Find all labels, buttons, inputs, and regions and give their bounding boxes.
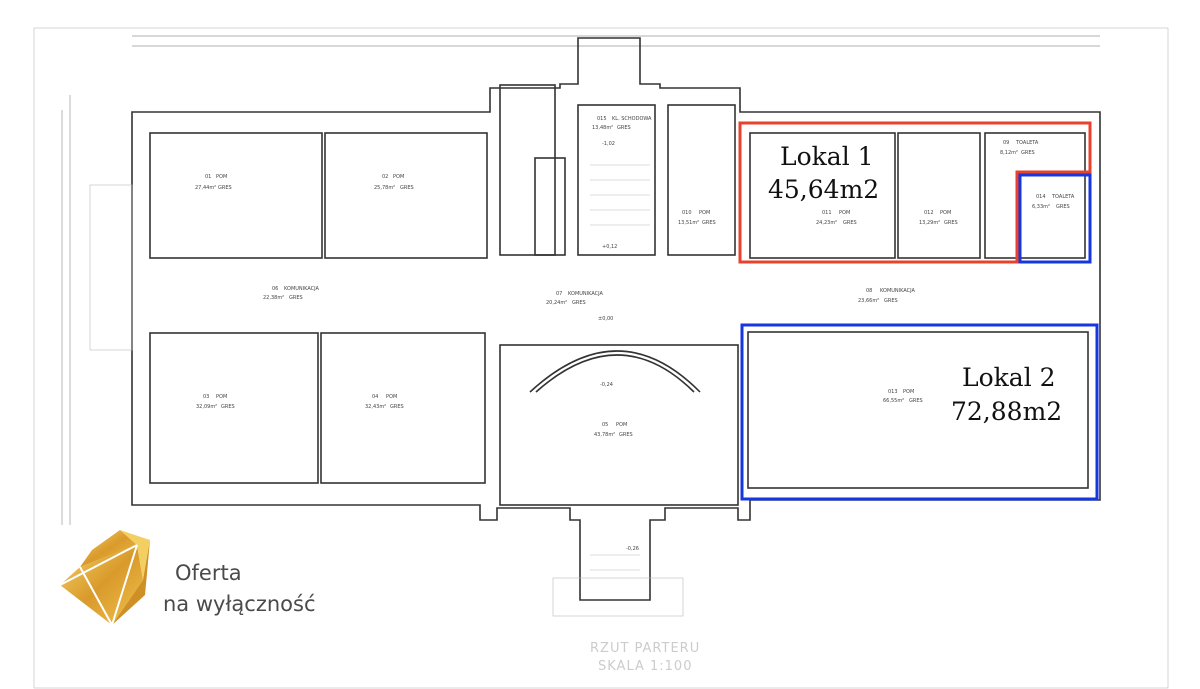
dimension-lines [61,35,1100,525]
svg-text:GRES: GRES [884,298,898,304]
svg-text:13,48m²: 13,48m² [592,125,613,131]
svg-text:20,24m²: 20,24m² [546,300,567,306]
lokal-2-outline [740,323,1099,501]
svg-text:GRES: GRES [617,125,631,131]
room-label-03: 03 POM 32,09m² GRES [196,394,235,410]
svg-text:012: 012 [924,210,934,216]
svg-text:TOALETA: TOALETA [1015,140,1039,146]
svg-text:24,23m²: 24,23m² [816,220,837,226]
svg-text:POM: POM [616,422,627,428]
drawing-scale: SKALA 1:100 [598,659,692,674]
level-mark: ±0,00 [598,316,613,322]
svg-text:GRES: GRES [619,432,633,438]
logo-line-1: Oferta [175,561,242,585]
diamond-logo-icon [59,530,150,626]
svg-text:KOMUNIKACJA: KOMUNIKACJA [284,286,320,292]
level-mark: -1,02 [602,141,615,147]
svg-text:POM: POM [386,394,397,400]
svg-text:013: 013 [888,389,898,395]
svg-text:KOMUNIKACJA: KOMUNIKACJA [568,291,604,297]
svg-text:32,09m²: 32,09m² [196,404,217,410]
walls [89,37,1101,617]
svg-text:09: 09 [1003,140,1009,146]
room-label-013: 013 POM 66,55m² GRES [883,389,923,404]
svg-text:13,51m²: 13,51m² [678,220,699,226]
svg-text:POM: POM [216,174,227,180]
stairs [590,164,650,571]
level-mark: -0,24 [600,382,613,388]
svg-text:01: 01 [205,174,211,180]
svg-text:GRES: GRES [221,404,235,410]
svg-text:25,78m²: 25,78m² [374,185,395,191]
svg-text:27,44m²: 27,44m² [195,185,216,191]
svg-text:13,29m²: 13,29m² [919,220,940,226]
svg-text:GRES: GRES [702,220,716,226]
drawing-frame [33,27,1169,689]
svg-text:04: 04 [372,394,378,400]
svg-text:GRES: GRES [944,220,958,226]
svg-text:66,55m²: 66,55m² [883,398,904,404]
svg-text:GRES: GRES [289,295,303,301]
svg-text:GRES: GRES [400,185,414,191]
svg-text:22,38m²: 22,38m² [263,295,284,301]
lokal-1-toilet-outline [1018,173,1092,264]
svg-text:6,33m²: 6,33m² [1032,204,1050,210]
svg-text:GRES: GRES [390,404,404,410]
lokal-2-name: Lokal 2 [962,363,1056,392]
svg-text:015: 015 [597,116,607,122]
svg-text:23,66m²: 23,66m² [858,298,879,304]
svg-text:POM: POM [940,210,951,216]
svg-text:07: 07 [556,291,562,297]
svg-text:02: 02 [382,174,388,180]
svg-text:06: 06 [272,286,278,292]
svg-text:POM: POM [216,394,227,400]
drawing-title: RZUT PARTERU [590,641,700,656]
lokal-2-area: 72,88m2 [951,397,1062,426]
svg-text:POM: POM [699,210,710,216]
svg-text:GRES: GRES [1056,204,1070,210]
svg-text:TOALETA: TOALETA [1051,194,1075,200]
level-mark: +0,12 [602,244,617,250]
svg-text:05: 05 [602,422,608,428]
lokal-1-area: 45,64m2 [768,175,879,204]
svg-text:32,43m²: 32,43m² [365,404,386,410]
svg-text:POM: POM [903,389,914,395]
svg-text:GRES: GRES [843,220,857,226]
svg-text:GRES: GRES [572,300,586,306]
svg-text:KL. SCHODOWA: KL. SCHODOWA [612,116,652,122]
svg-text:GRES: GRES [218,185,232,191]
svg-text:8,12m²: 8,12m² [1000,150,1018,156]
svg-text:43,78m²: 43,78m² [594,432,615,438]
svg-text:011: 011 [822,210,832,216]
svg-text:08: 08 [866,288,872,294]
svg-text:GRES: GRES [1021,150,1035,156]
lokal-1-outline [738,121,1092,264]
svg-text:POM: POM [393,174,404,180]
svg-text:010: 010 [682,210,692,216]
svg-text:GRES: GRES [909,398,923,404]
level-mark: -0,26 [626,546,639,552]
room-label-02: 02 POM 25,78m² GRES [374,174,414,191]
svg-text:KOMUNIKACJA: KOMUNIKACJA [880,288,916,294]
room-label-015: 015 KL. SCHODOWA 13,48m² GRES [592,116,652,131]
svg-text:03: 03 [203,394,209,400]
svg-text:014: 014 [1036,194,1046,200]
svg-text:POM: POM [839,210,850,216]
lokal-1-name: Lokal 1 [780,142,874,171]
logo-line-2: na wyłączność [163,592,316,616]
